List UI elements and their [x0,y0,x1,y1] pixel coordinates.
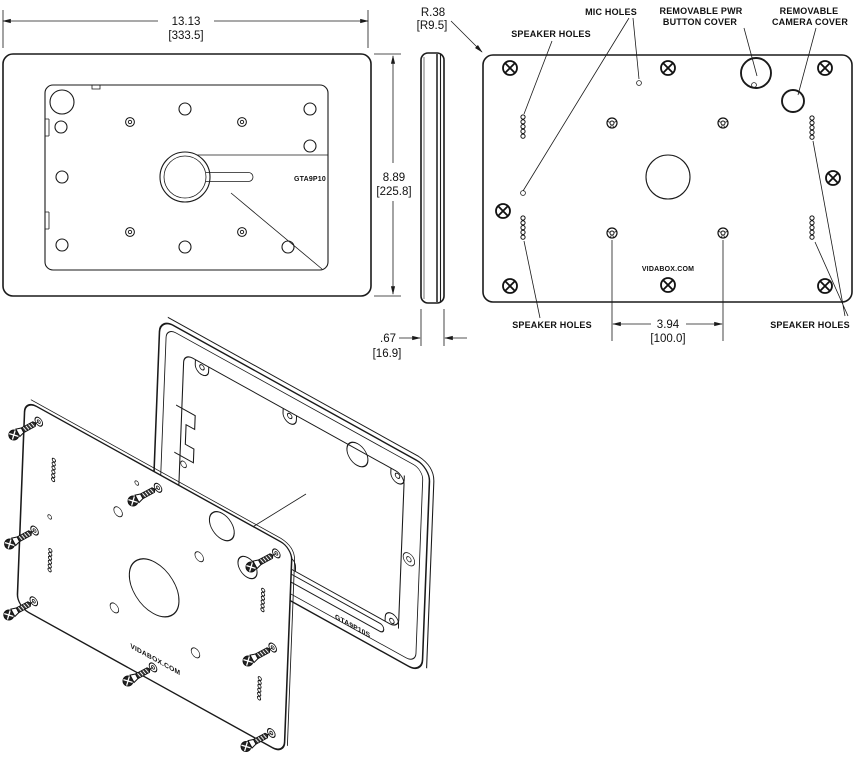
exploded-view: GTA9P10S [1,316,435,754]
vesa-mount-hole [717,117,729,129]
side-profile [420,52,445,304]
leader-line [523,40,553,115]
power-button-cover [740,57,772,89]
leader-line [812,140,849,317]
radius-leader-line [450,20,483,53]
label-speaker-holes-top: SPEAKER HOLES [511,29,591,39]
back-center-hole [645,154,691,200]
side-view: R.38 [R9.5] .67 [16.9] [373,7,483,360]
leader-line [523,240,541,319]
front-hole [303,139,317,153]
plate-mic-hole [134,480,140,486]
dimension-vesa: 3.94 [100.0] [611,240,724,345]
front-inner-plate [44,84,329,271]
camera-cover [781,89,805,113]
front-part-number: GTA9P10 [294,176,326,183]
front-view: GTA9P10 13.13 [333.5] 8.89 [225.8] [2,10,412,297]
dim-width-mm: [333.5] [168,30,203,42]
label-camera-cover-1: REMOVABLE [780,6,839,16]
frame-thickness-edge [167,316,435,669]
dimension-width: 13.13 [333.5] [2,10,369,48]
plate-vesa-hole [190,647,201,659]
front-edge-notch [91,85,101,90]
front-camera-hole [49,89,75,115]
dim-depth-in: .67 [380,333,396,345]
label-speaker-holes-bottom-right: SPEAKER HOLES [770,320,850,330]
dimension-height: 8.89 [225.8] [374,53,412,297]
back-callouts: SPEAKER HOLES MIC HOLES REMOVABLE PWR BU… [511,6,850,330]
front-keyhole-slot [159,151,254,203]
front-edge-notch [45,211,50,230]
dim-width-in: 13.13 [172,16,201,28]
exploded-plate: VIDABOX.COM [16,399,295,751]
frame-button-pocket [174,404,196,464]
leader-line [743,27,758,77]
front-hole [303,102,317,116]
leader-line [797,27,817,96]
front-hole [54,120,68,134]
back-plate [482,54,853,303]
phillips-screw [660,277,676,293]
dim-radius-in: R.38 [421,7,445,19]
phillips-screw [502,60,518,76]
plate-camera-hole [237,555,258,580]
leader-line [522,17,640,192]
exploded-frame: GTA9P10S [151,316,435,670]
front-hole [55,238,69,252]
label-pwr-cover-2: BUTTON COVER [663,17,738,27]
plate-outer-edge [16,403,293,751]
phillips-screw [660,60,676,76]
dimension-corner-radius: R.38 [R9.5] [417,7,483,53]
plate-center-hole [128,558,180,618]
vesa-mount-hole [606,227,618,239]
frame-pocket-hole [180,460,187,469]
phillips-screw [495,203,511,219]
vesa-mount-hole [606,117,618,129]
plate-mic-hole [47,514,52,520]
dim-height-in: 8.89 [383,172,405,184]
label-pwr-cover-1: REMOVABLE PWR [660,6,743,16]
phillips-screw [502,278,518,294]
dim-vesa-mm: [100.0] [650,333,685,345]
phillips-screw [817,278,833,294]
front-hole [178,240,192,254]
label-speaker-holes-bottom-left: SPEAKER HOLES [512,320,592,330]
front-edge-notch [45,118,50,137]
front-outer-frame [2,53,372,297]
dim-vesa-in: 3.94 [657,319,680,331]
mic-hole [636,80,642,86]
back-brand-text: VIDABOX.COM [642,266,694,273]
frame-power-notch [346,441,369,468]
plate-thickness-edge [30,399,295,747]
phillips-screw [817,60,833,76]
plate-vesa-hole [109,602,120,614]
plate-vesa-hole [194,551,204,563]
dim-height-mm: [225.8] [376,186,411,198]
vesa-mount-hole [717,227,729,239]
label-camera-cover-2: CAMERA COVER [772,17,848,27]
frame-screw-boss [402,552,416,567]
front-hole [178,102,192,116]
plate-power-hole [208,511,235,542]
dim-radius-mm: [R9.5] [417,20,448,32]
dimension-depth: .67 [16.9] [373,309,467,360]
plate-vesa-hole [113,506,123,518]
label-mic-holes: MIC HOLES [585,7,637,17]
mounting-screws [1,418,277,754]
front-diagonal-line [230,192,323,270]
back-view: VIDABOX.COM 3.94 [100.0] SPEAKER HOLES M… [482,6,853,345]
phillips-screw [825,170,841,186]
front-hole [55,170,69,184]
dim-depth-mm: [16.9] [373,348,402,360]
